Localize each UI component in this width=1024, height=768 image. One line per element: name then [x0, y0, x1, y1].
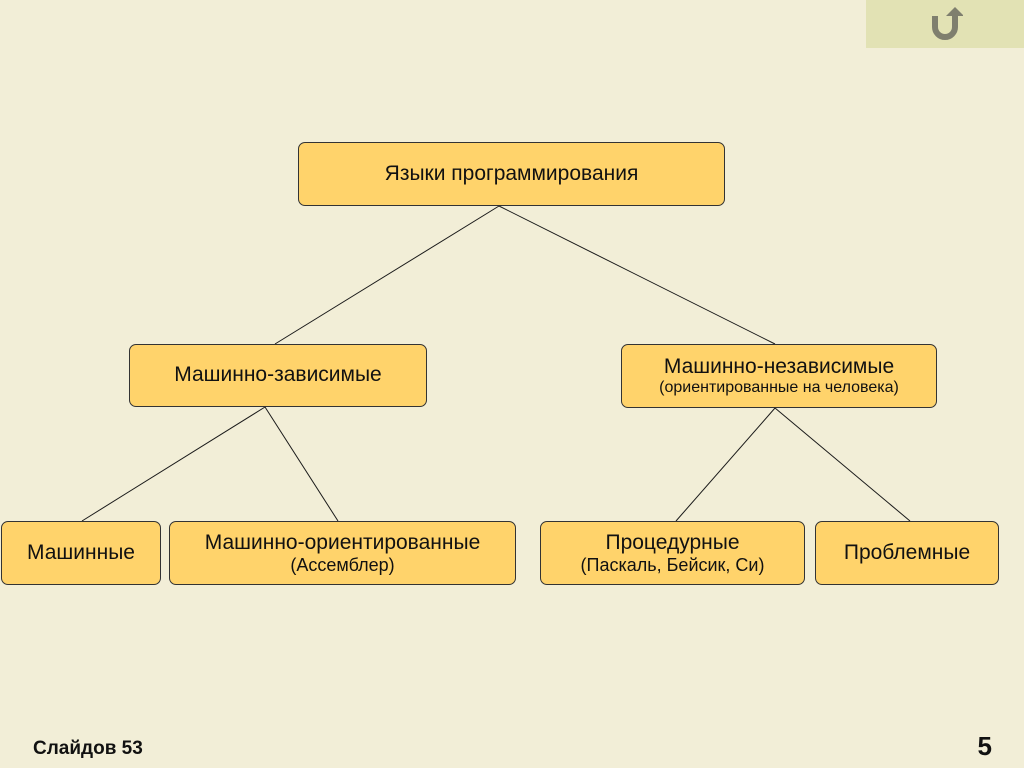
- connector-root-independent: [498, 205, 776, 345]
- node-machine-dependent: Машинно-зависимые: [129, 344, 427, 407]
- node-label: Машинно-ориентированные: [204, 530, 481, 554]
- slide-count: Слайдов 53: [33, 738, 143, 759]
- connector-root-dependent: [274, 205, 500, 345]
- node-label: Языки программирования: [384, 161, 639, 185]
- node-machine-independent: Машинно-независимые (ориентированные на …: [621, 344, 937, 408]
- connector-dependent-machine: [81, 406, 266, 522]
- node-label: Проблемные: [843, 540, 971, 564]
- node-sublabel: (ориентированные на человека): [659, 378, 899, 396]
- node-label: Машинно-зависимые: [174, 363, 382, 387]
- connector-independent-problem: [774, 407, 911, 522]
- node-machine-languages: Машинные: [1, 521, 161, 585]
- node-sublabel: (Ассемблер): [290, 554, 395, 575]
- node-sublabel: (Паскаль, Бейсик, Си): [580, 554, 765, 575]
- node-procedural: Процедурные (Паскаль, Бейсик, Си): [540, 521, 805, 585]
- node-machine-oriented: Машинно-ориентированные (Ассемблер): [169, 521, 516, 585]
- page-number: 5: [977, 731, 992, 761]
- node-label: Процедурные: [605, 530, 740, 554]
- node-label: Машинно-независимые: [663, 354, 895, 378]
- back-button[interactable]: [866, 0, 1024, 48]
- u-turn-back-icon: [932, 7, 963, 40]
- node-label: Машинные: [27, 540, 135, 564]
- node-problem-oriented: Проблемные: [815, 521, 999, 585]
- connector-dependent-assembler: [264, 406, 339, 522]
- node-programming-languages: Языки программирования: [298, 142, 725, 206]
- connector-independent-procedural: [675, 407, 776, 522]
